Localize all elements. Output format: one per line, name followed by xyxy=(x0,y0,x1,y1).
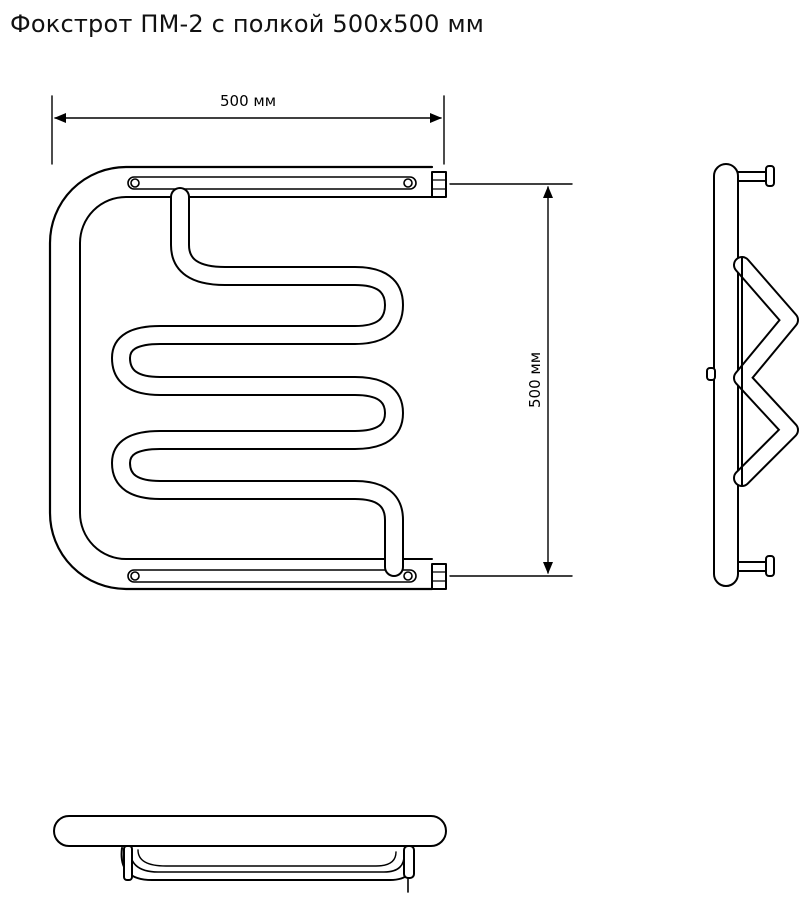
top-view-coil xyxy=(120,847,414,881)
front-view xyxy=(48,95,573,591)
bottom-fixing-slot xyxy=(127,569,417,583)
page-title: Фокстрот ПМ-2 с полкой 500х500 мм xyxy=(10,10,485,38)
side-view xyxy=(706,163,799,587)
serpentine-tube xyxy=(111,187,404,577)
outer-frame-tube-inner-edge xyxy=(79,196,433,560)
width-dimension xyxy=(51,95,445,165)
height-dimension xyxy=(449,183,573,577)
outer-frame-tube xyxy=(48,165,434,591)
top-view xyxy=(53,815,447,893)
top-connection-nut xyxy=(431,171,447,198)
top-fixing-slot xyxy=(127,176,417,190)
height-dimension-label: 500 мм xyxy=(526,352,544,408)
bottom-connection-nut xyxy=(431,563,447,590)
top-view-frame-tube xyxy=(53,815,447,847)
width-dimension-label: 500 мм xyxy=(220,92,276,110)
